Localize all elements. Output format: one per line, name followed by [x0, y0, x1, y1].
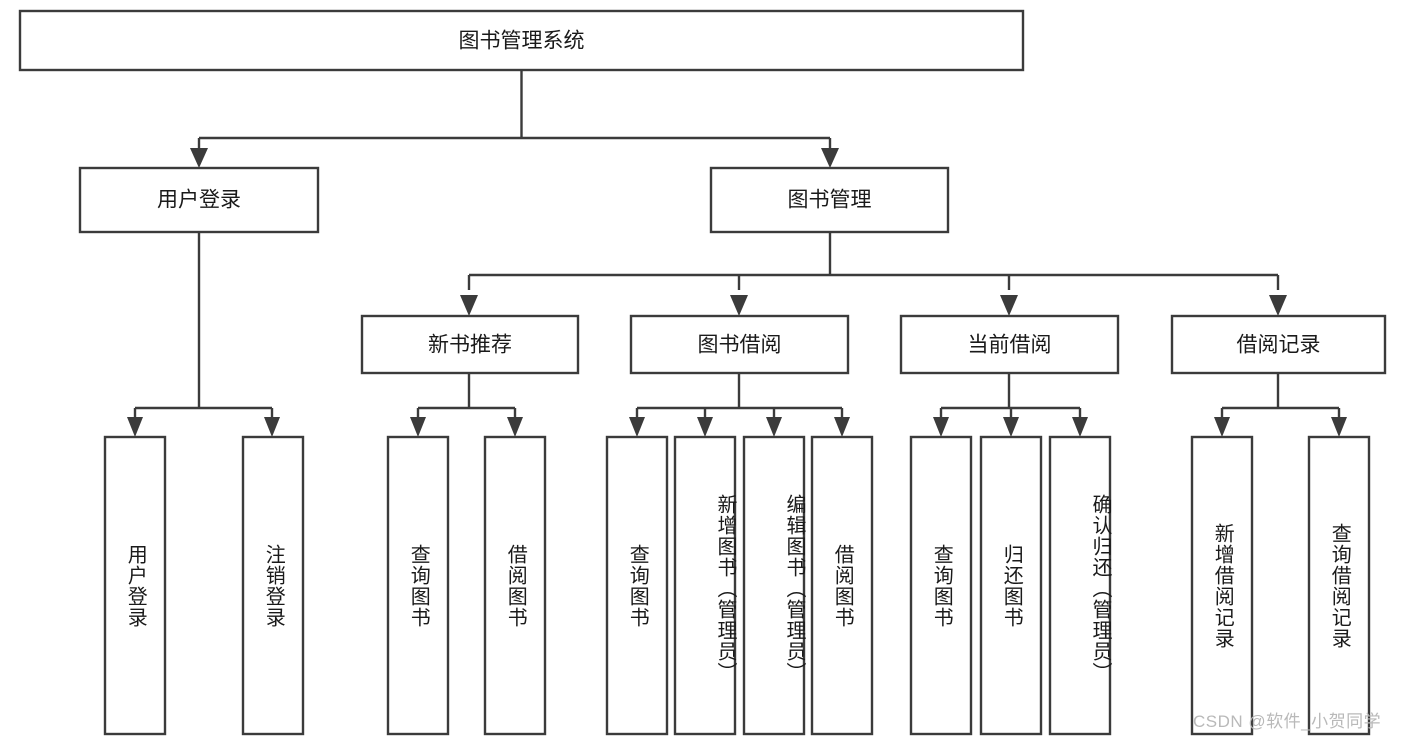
node-book-manage-label: 图书管理	[788, 189, 872, 212]
arrowhead-user-login	[190, 148, 208, 168]
node-user-login-rect[interactable]	[78, 166, 320, 234]
arrowhead-new-book-recommend	[460, 295, 478, 316]
node-leaf-confirm-return-rect[interactable]	[1048, 435, 1112, 736]
node-leaf-borrow-book-1-rect[interactable]	[483, 435, 547, 736]
node-new-book-recommend-label: 新书推荐	[428, 334, 512, 357]
node-borrow-record-label: 借阅记录	[1237, 334, 1321, 357]
node-book-borrow-label: 图书借阅	[698, 334, 782, 357]
node-root-label: 图书管理系统	[459, 30, 585, 53]
node-leaf-query-book-3-rect[interactable]	[909, 435, 973, 736]
arrowhead-book-borrow	[730, 295, 748, 316]
arrowhead-leaf-borrow-book-1	[507, 417, 523, 437]
node-user-login-label: 用户登录	[157, 189, 241, 212]
arrowhead-leaf-query-book-3	[933, 417, 949, 437]
node-book-manage-rect[interactable]	[709, 166, 950, 234]
arrowhead-leaf-return-book	[1003, 417, 1019, 437]
node-leaf-edit-book-rect[interactable]	[742, 435, 806, 736]
node-leaf-user-logout-rect[interactable]	[241, 435, 305, 736]
arrowhead-book-manage	[821, 148, 839, 168]
arrowhead-leaf-query-book-2	[629, 417, 645, 437]
node-new-book-recommend-rect[interactable]	[360, 314, 580, 375]
leaf-node-layer	[103, 435, 1371, 736]
arrowhead-leaf-user-login	[127, 417, 143, 437]
node-book-manage[interactable]: 图书管理	[709, 166, 950, 234]
node-borrow-record-rect[interactable]	[1170, 314, 1387, 375]
node-book-borrow-rect[interactable]	[629, 314, 850, 375]
arrowhead-leaf-add-borrow-record	[1214, 417, 1230, 437]
node-current-borrow[interactable]: 当前借阅	[899, 314, 1120, 375]
csdn-watermark: CSDN @软件_小贺同学	[1193, 712, 1382, 731]
arrowhead-leaf-confirm-return	[1072, 417, 1088, 437]
node-root-rect[interactable]	[18, 9, 1025, 72]
arrowhead-leaf-borrow-book-2	[834, 417, 850, 437]
arrowhead-leaf-query-book-1	[410, 417, 426, 437]
node-leaf-add-borrow-record-rect[interactable]	[1190, 435, 1254, 736]
node-leaf-query-book-2-rect[interactable]	[605, 435, 669, 736]
node-leaf-add-book-rect[interactable]	[673, 435, 737, 736]
node-root[interactable]: 图书管理系统	[18, 9, 1025, 72]
node-leaf-query-borrow-record-rect[interactable]	[1307, 435, 1371, 736]
connector-layer	[127, 70, 1347, 437]
arrowhead-leaf-edit-book	[766, 417, 782, 437]
arrowhead-leaf-add-book	[697, 417, 713, 437]
arrowhead-borrow-record	[1269, 295, 1287, 316]
node-current-borrow-label: 当前借阅	[968, 334, 1052, 357]
node-leaf-user-login-rect[interactable]	[103, 435, 167, 736]
node-new-book-recommend[interactable]: 新书推荐	[360, 314, 580, 375]
arrowhead-leaf-query-borrow-record	[1331, 417, 1347, 437]
node-book-borrow[interactable]: 图书借阅	[629, 314, 850, 375]
node-leaf-query-book-1-rect[interactable]	[386, 435, 450, 736]
arrowhead-current-borrow	[1000, 295, 1018, 316]
node-current-borrow-rect[interactable]	[899, 314, 1120, 375]
node-leaf-borrow-book-2-rect[interactable]	[810, 435, 874, 736]
node-user-login[interactable]: 用户登录	[78, 166, 320, 234]
node-borrow-record[interactable]: 借阅记录	[1170, 314, 1387, 375]
arrowhead-leaf-user-logout	[264, 417, 280, 437]
node-layer: 图书管理系统 用户登录 图书管理 新书推荐 图书借阅 当前	[18, 9, 1387, 736]
node-leaf-return-book-rect[interactable]	[979, 435, 1043, 736]
